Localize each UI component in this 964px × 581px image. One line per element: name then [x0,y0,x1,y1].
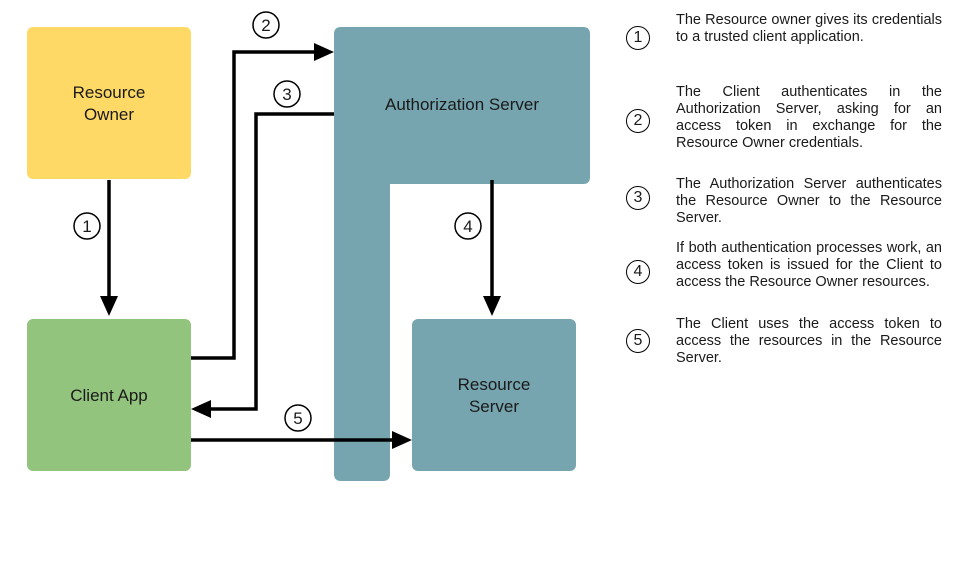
step-3-marker-number: 3 [282,85,291,104]
arrow-step-3 [208,112,334,411]
arrow-step-3-head [191,400,211,418]
arrow-step-2-head [314,43,334,61]
resource-server-label-line2: Server [469,397,519,416]
arrow-step-5-head [392,431,412,449]
client-app-label: Client App [70,386,148,405]
legend-step-2-text: The Client authenticates in the Authoriz… [676,84,942,151]
legend-step-4-text: If both authentication processes work, a… [676,240,942,290]
resource-owner-label-line2: Owner [84,105,134,124]
step-3-marker: 3 [273,80,301,108]
legend-step-1-text: The Resource owner gives its credentials… [676,12,942,45]
legend-step-3-number: 3 [626,186,650,210]
resource-server-box [412,319,576,471]
authorization-server-label: Authorization Server [385,95,539,114]
legend-step-3-text: The Authorization Server authenticates t… [676,176,942,226]
step-1-marker-number: 1 [82,217,91,236]
arrow-step-4-head [483,296,501,316]
client-app-box [27,319,191,471]
arrow-step-2 [191,50,318,360]
resource-owner-label-line1: Resource [73,83,146,102]
legend-step-5-number: 5 [626,329,650,353]
authorization-server-shape [334,27,590,481]
step-4-marker: 4 [454,212,482,240]
step-1-marker: 1 [73,212,101,240]
resource-server-label-line1: Resource [458,375,531,394]
step-2-marker-number: 2 [261,16,270,35]
step-5-marker-number: 5 [293,409,302,428]
legend-step-2-number: 2 [626,109,650,133]
step-2-marker: 2 [252,11,280,39]
step-5-marker: 5 [284,404,312,432]
arrow-step-1-head [100,296,118,316]
legend-step-5-text: The Client uses the access token to acce… [676,316,942,366]
step-4-marker-number: 4 [463,217,472,236]
resource-owner-box [27,27,191,179]
legend-step-1-number: 1 [626,26,650,50]
legend-step-4-number: 4 [626,260,650,284]
